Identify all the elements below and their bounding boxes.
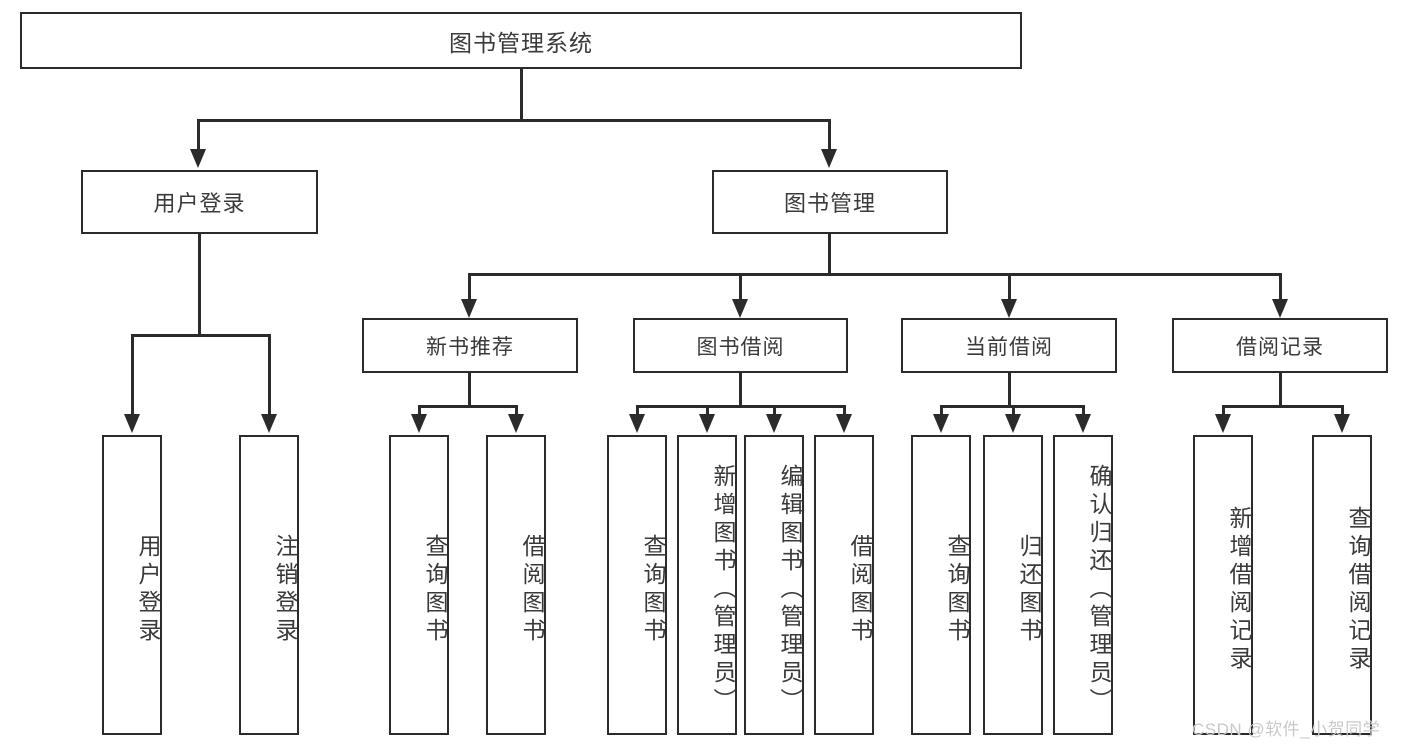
arrow-new-book-to-leaf-1: [411, 414, 427, 433]
edge-book-mgmt-to-borrow: [739, 273, 742, 301]
arrow-user-login-to-leaf-2: [261, 414, 277, 433]
arrow-user-login-to-leaf-1: [124, 414, 140, 433]
edge-current-borrow-to-leaf-1: [940, 405, 943, 416]
edge-book-mgmt-stem: [828, 234, 831, 274]
edge-user-login-to-leaf-2: [268, 334, 271, 416]
leaf-new-book-borrow[interactable]: 借阅图书: [486, 435, 546, 735]
node-label: 当前借阅: [965, 335, 1053, 359]
node-new-book-recommend[interactable]: 新书推荐: [362, 318, 578, 373]
leaf-book-borrow-borrow[interactable]: 借阅图书: [814, 435, 874, 735]
edge-book-borrow-to-leaf-2: [706, 405, 709, 416]
arrow-book-mgmt-to-current: [1001, 299, 1017, 318]
edge-new-book-to-leaf-2: [515, 405, 518, 416]
leaf-borrow-record-query[interactable]: 查询借阅记录: [1312, 435, 1372, 735]
edge-user-login-bar: [132, 334, 269, 337]
leaf-current-borrow-return[interactable]: 归还图书: [983, 435, 1043, 735]
node-label: 借阅记录: [1236, 335, 1324, 359]
node-label: 图书借阅: [696, 335, 785, 359]
node-label: 查询借阅记录: [1345, 506, 1371, 674]
node-current-borrow[interactable]: 当前借阅: [901, 318, 1117, 373]
edge-borrow-record-to-leaf-1: [1222, 405, 1225, 416]
edge-borrow-record-bar: [1223, 405, 1343, 408]
edge-root-bar: [198, 119, 831, 122]
node-label: 查询图书: [422, 534, 448, 646]
arrow-current-borrow-to-leaf-2: [1005, 414, 1021, 433]
edge-book-borrow-to-leaf-1: [636, 405, 639, 416]
arrow-book-borrow-to-leaf-4: [836, 414, 852, 433]
edge-user-login-stem: [198, 234, 201, 335]
node-label: 借阅图书: [519, 534, 545, 646]
leaf-book-borrow-query[interactable]: 查询图书: [607, 435, 667, 735]
node-root-system[interactable]: 图书管理系统: [20, 12, 1022, 69]
node-label: 用户登录: [135, 534, 161, 646]
node-label: 编辑图书（管理员）: [777, 464, 803, 716]
leaf-user-login-logout[interactable]: 注销登录: [239, 435, 299, 735]
arrow-book-mgmt-to-borrow: [732, 299, 748, 318]
arrow-current-borrow-to-leaf-1: [933, 414, 949, 433]
csdn-watermark: CSDN @软件_小贺同学: [1192, 720, 1381, 739]
edge-book-mgmt-to-current: [1008, 273, 1011, 301]
leaf-borrow-record-add[interactable]: 新增借阅记录: [1193, 435, 1253, 735]
leaf-new-book-query[interactable]: 查询图书: [389, 435, 449, 735]
arrow-current-borrow-to-leaf-3: [1075, 414, 1091, 433]
edge-borrow-record-to-leaf-2: [1341, 405, 1344, 416]
edge-current-borrow-stem: [1008, 373, 1011, 406]
edge-book-mgmt-to-record: [1279, 273, 1282, 301]
leaf-book-borrow-edit-admin[interactable]: 编辑图书（管理员）: [744, 435, 804, 735]
edge-book-borrow-to-leaf-4: [843, 405, 846, 416]
node-borrow-record[interactable]: 借阅记录: [1172, 318, 1388, 373]
node-label: 用户登录: [153, 191, 246, 216]
node-label: 归还图书: [1016, 534, 1042, 646]
node-label: 新增借阅记录: [1226, 506, 1252, 674]
edge-book-mgmt-to-new-book: [468, 273, 471, 301]
edge-current-borrow-to-leaf-3: [1082, 405, 1085, 416]
leaf-current-borrow-query[interactable]: 查询图书: [911, 435, 971, 735]
arrow-new-book-to-leaf-2: [508, 414, 524, 433]
edge-borrow-record-stem: [1279, 373, 1282, 406]
arrow-borrow-record-to-leaf-1: [1215, 414, 1231, 433]
node-book-borrow[interactable]: 图书借阅: [633, 318, 848, 373]
node-label: 图书管理: [783, 191, 876, 216]
edge-book-borrow-stem: [739, 373, 742, 406]
arrow-book-mgmt-to-record: [1272, 299, 1288, 318]
node-label: 新增图书（管理员）: [710, 464, 736, 716]
edge-new-book-bar: [419, 405, 517, 408]
edge-book-borrow-bar: [637, 405, 845, 408]
node-label: 图书管理系统: [449, 29, 593, 56]
node-book-management[interactable]: 图书管理: [712, 170, 948, 234]
arrow-book-borrow-to-leaf-3: [766, 414, 782, 433]
edge-book-mgmt-bar: [469, 273, 1281, 276]
edge-new-book-stem: [468, 373, 471, 406]
edge-new-book-to-leaf-1: [418, 405, 421, 416]
edge-root-stem: [520, 69, 523, 119]
arrow-root-to-book-mgmt: [821, 149, 837, 168]
edge-current-borrow-to-leaf-2: [1012, 405, 1015, 416]
node-label: 注销登录: [272, 534, 298, 646]
arrow-book-mgmt-to-new-book: [461, 299, 477, 318]
edge-book-borrow-to-leaf-3: [773, 405, 776, 416]
edge-root-to-user-login: [197, 119, 200, 151]
leaf-book-borrow-add-admin[interactable]: 新增图书（管理员）: [677, 435, 737, 735]
leaf-user-login-login[interactable]: 用户登录: [102, 435, 162, 735]
edge-root-to-book-mgmt: [828, 119, 831, 151]
arrow-book-borrow-to-leaf-2: [699, 414, 715, 433]
node-label: 新书推荐: [426, 335, 514, 359]
arrow-root-to-user-login: [190, 149, 206, 168]
node-label: 确认归还（管理员）: [1086, 464, 1112, 716]
edge-user-login-to-leaf-1: [131, 334, 134, 416]
node-user-login[interactable]: 用户登录: [81, 170, 318, 234]
leaf-current-borrow-confirm-admin[interactable]: 确认归还（管理员）: [1053, 435, 1113, 735]
arrow-book-borrow-to-leaf-1: [629, 414, 645, 433]
node-label: 查询图书: [640, 534, 666, 646]
arrow-borrow-record-to-leaf-2: [1334, 414, 1350, 433]
node-label: 借阅图书: [847, 534, 873, 646]
node-label: 查询图书: [944, 534, 970, 646]
